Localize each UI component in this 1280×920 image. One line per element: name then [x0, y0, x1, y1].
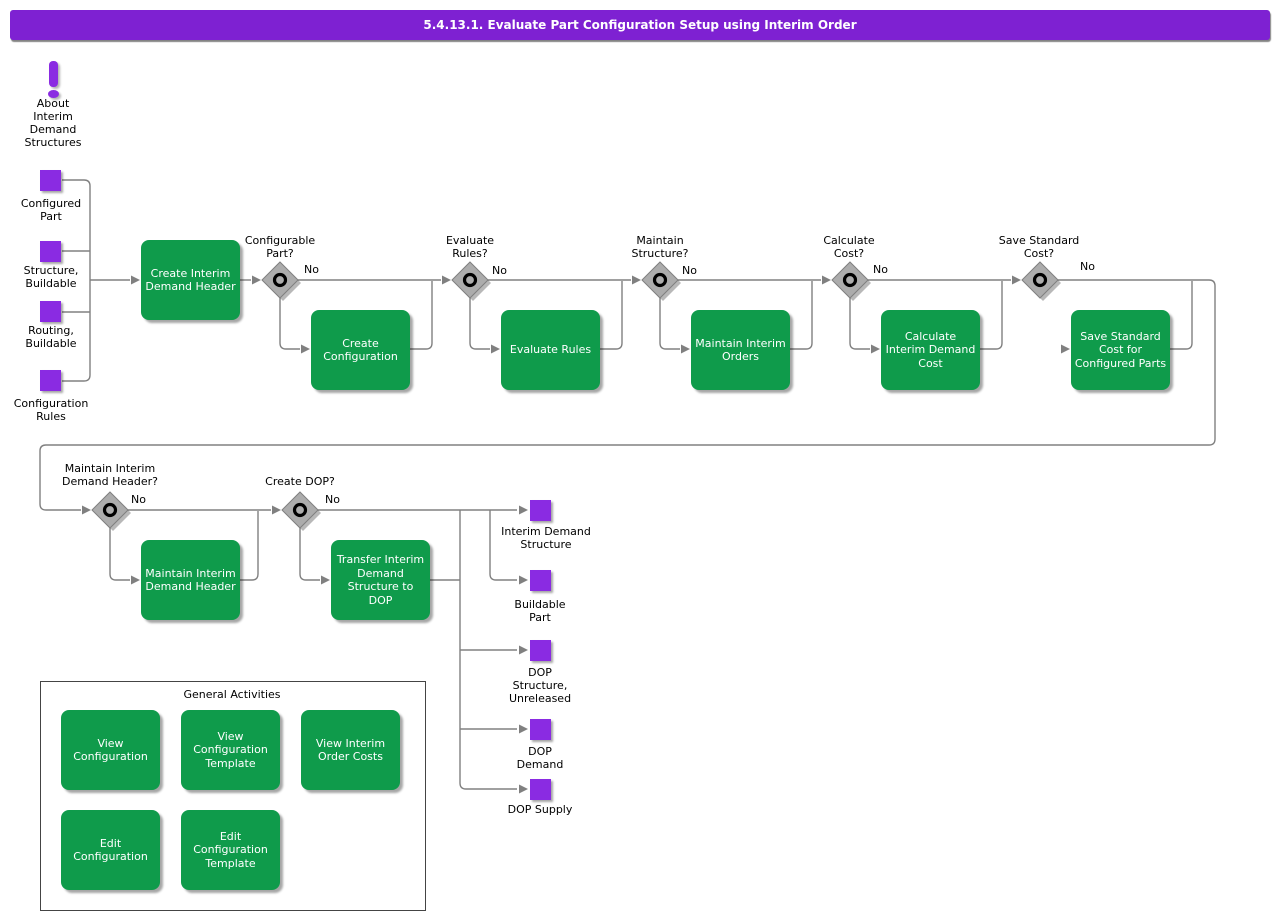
artifact-configuration-rules[interactable]: [40, 370, 61, 391]
task-edit-configuration-template[interactable]: Edit Configuration Template: [181, 810, 280, 890]
arrowhead: [519, 784, 528, 794]
task-create-interim-demand-header[interactable]: Create Interim Demand Header: [141, 240, 240, 320]
connector: [410, 281, 433, 350]
page-title: 5.4.13.1. Evaluate Part Configuration Se…: [423, 18, 857, 32]
task-transfer-interim-demand-structure[interactable]: Transfer Interim Demand Structure to DOP: [331, 540, 430, 620]
connector: [659, 298, 680, 350]
decision-question: Maintain Interim Demand Header?: [61, 462, 159, 488]
connector: [459, 510, 517, 790]
title-bar: 5.4.13.1. Evaluate Part Configuration Se…: [10, 10, 1270, 40]
arrowhead: [272, 505, 281, 515]
connector: [849, 298, 870, 350]
decision-evaluate-rules[interactable]: [451, 261, 491, 301]
task-view-configuration-template[interactable]: View Configuration Template: [181, 710, 280, 790]
arrowhead: [131, 275, 140, 285]
decision-answer-no: No: [325, 493, 340, 506]
artifact-label: DOP Structure, Unreleased: [508, 666, 572, 705]
connector: [1170, 281, 1193, 350]
arrowhead: [82, 505, 91, 515]
arrowhead: [301, 344, 310, 354]
task-view-configuration[interactable]: View Configuration: [61, 710, 160, 790]
artifact-structure-buildable[interactable]: [40, 241, 61, 262]
artifact-label: Configured Part: [20, 197, 82, 223]
artifact-interim-demand-structure[interactable]: [530, 500, 551, 521]
artifact-dop-supply[interactable]: [530, 779, 551, 800]
decision-question: Evaluate Rules?: [445, 234, 495, 260]
arrowhead: [131, 575, 140, 585]
decision-save-standard-cost[interactable]: [1021, 261, 1061, 301]
artifact-dop-demand[interactable]: [530, 719, 551, 740]
connector: [39, 279, 1216, 511]
artifact-label: Buildable Part: [514, 598, 566, 624]
connector: [790, 281, 813, 350]
task-maintain-interim-demand-header[interactable]: Maintain Interim Demand Header: [141, 540, 240, 620]
arrowhead: [681, 344, 690, 354]
decision-create-dop[interactable]: [281, 491, 321, 531]
decision-answer-no: No: [873, 263, 888, 276]
task-maintain-interim-orders[interactable]: Maintain Interim Orders: [691, 310, 790, 390]
task-evaluate-rules[interactable]: Evaluate Rules: [501, 310, 600, 390]
decision-question: Configurable Part?: [244, 234, 316, 260]
arrowhead: [519, 505, 528, 515]
artifact-label: DOP Supply: [507, 803, 573, 816]
about-label: About Interim Demand Structures: [24, 97, 82, 149]
connector: [109, 528, 130, 581]
decision-answer-no: No: [304, 263, 319, 276]
arrowhead: [519, 724, 528, 734]
decision-question: Create DOP?: [265, 475, 335, 488]
arrowhead: [442, 275, 451, 285]
artifact-label: Routing, Buildable: [25, 324, 77, 350]
decision-maintain-interim-demand-header[interactable]: [91, 491, 131, 531]
decision-maintain-structure[interactable]: [641, 261, 681, 301]
arrowhead: [871, 344, 880, 354]
task-save-standard-cost[interactable]: Save Standard Cost for Configured Parts: [1071, 310, 1170, 390]
connector: [279, 298, 300, 350]
arrowhead: [1012, 275, 1021, 285]
connector: [299, 528, 320, 581]
arrowhead: [632, 275, 641, 285]
artifact-dop-structure-unreleased[interactable]: [530, 640, 551, 661]
decision-question: Calculate Cost?: [823, 234, 875, 260]
task-view-interim-order-costs[interactable]: View Interim Order Costs: [301, 710, 400, 790]
arrowhead: [491, 344, 500, 354]
arrowhead: [321, 575, 330, 585]
decision-answer-no: No: [1080, 260, 1095, 273]
artifact-label: Configuration Rules: [13, 397, 89, 423]
task-calculate-interim-demand-cost[interactable]: Calculate Interim Demand Cost: [881, 310, 980, 390]
artifact-label: Interim Demand Structure: [501, 525, 591, 551]
decision-question: Save Standard Cost?: [998, 234, 1080, 260]
connector: [62, 179, 130, 382]
task-edit-configuration[interactable]: Edit Configuration: [61, 810, 160, 890]
arrowhead: [519, 575, 528, 585]
artifact-configured-part[interactable]: [40, 170, 61, 191]
decision-question: Maintain Structure?: [631, 234, 689, 260]
decision-answer-no: No: [492, 264, 507, 277]
arrowhead: [1061, 344, 1070, 354]
artifact-label: DOP Demand: [516, 745, 564, 771]
arrowhead: [822, 275, 831, 285]
connector: [240, 511, 259, 581]
connector: [600, 281, 623, 350]
connector: [469, 298, 490, 350]
decision-answer-no: No: [682, 264, 697, 277]
general-activities-title: General Activities: [183, 688, 281, 701]
arrowhead: [519, 645, 528, 655]
connector: [980, 281, 1003, 350]
connector: [489, 510, 517, 581]
artifact-routing-buildable[interactable]: [40, 301, 61, 322]
task-create-configuration[interactable]: Create Configuration: [311, 310, 410, 390]
decision-answer-no: No: [131, 493, 146, 506]
arrowhead: [252, 275, 261, 285]
decision-calculate-cost[interactable]: [831, 261, 871, 301]
artifact-buildable-part[interactable]: [530, 570, 551, 591]
decision-configurable-part[interactable]: [261, 261, 301, 301]
artifact-label: Structure, Buildable: [23, 264, 79, 290]
